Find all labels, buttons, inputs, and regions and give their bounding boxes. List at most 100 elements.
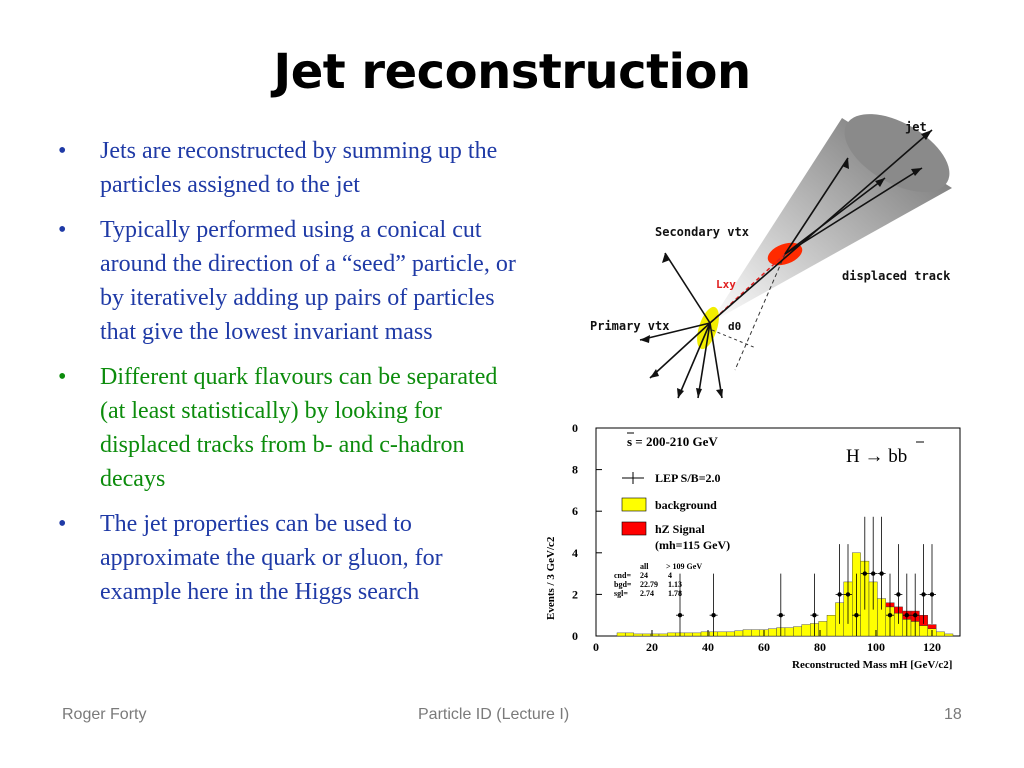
background-bar <box>751 629 760 637</box>
table-bgd-cut: 1.13 <box>668 580 682 589</box>
data-point <box>854 613 859 618</box>
x-axis: 0 20 40 60 80 100 120 <box>593 630 941 654</box>
bullet-item: • Typically performed using a conical cut… <box>58 213 528 349</box>
footer-page-number: 18 <box>944 706 962 723</box>
y-tick-label: 0 <box>572 421 578 435</box>
data-point <box>837 592 842 597</box>
background-bar <box>641 633 651 637</box>
table-header-cut: > 109 GeV <box>666 562 702 571</box>
background-bar <box>944 633 954 637</box>
y-axis: 0 2 4 6 8 0 <box>572 421 602 643</box>
event-table: all > 109 GeV cnd= 24 4 bgd= 22.79 1.13 … <box>614 562 702 598</box>
lxy-label: Lxy <box>716 278 736 291</box>
bullet-text: Typically performed using a conical cut … <box>100 217 516 345</box>
x-tick-label: 60 <box>758 640 770 654</box>
data-point <box>677 613 683 618</box>
x-tick-label: 20 <box>646 640 658 654</box>
data-point <box>921 592 926 597</box>
signal-bar <box>927 624 937 629</box>
table-bgd-all: 22.79 <box>640 580 658 589</box>
energy-label: s = 200-210 GeV <box>627 434 718 449</box>
background-bar <box>616 632 626 637</box>
footer-author: Roger Forty <box>62 706 147 723</box>
table-sgl-label: sgl= <box>614 589 628 598</box>
y-tick-label: 8 <box>572 463 578 477</box>
y-tick-label: 2 <box>572 587 578 601</box>
bullet-dot: • <box>58 138 67 164</box>
background-bar <box>692 632 702 637</box>
data-point <box>896 592 901 597</box>
y-axis-label: Events / 3 GeV/c2 <box>545 536 557 620</box>
table-cnd-label: cnd= <box>614 571 631 580</box>
bullet-dot: • <box>58 511 67 537</box>
legend-background-swatch <box>621 497 647 512</box>
arrowheads <box>640 130 932 398</box>
x-tick-label: 40 <box>702 640 714 654</box>
bullet-item: • Different quark flavours can be separat… <box>58 360 528 496</box>
data-point <box>913 613 918 618</box>
x-axis-label: Reconstructed Mass mH [GeV/c2] <box>792 659 952 671</box>
table-bgd-label: bgd= <box>614 580 632 589</box>
background-bar <box>717 631 727 637</box>
bullet-dot: • <box>58 217 67 243</box>
data-point <box>887 613 893 618</box>
x-tick-label: 100 <box>867 640 885 654</box>
background-bar <box>767 628 777 637</box>
jet-cone-end <box>844 114 950 192</box>
bullet-text: Different quark flavours can be separate… <box>100 364 498 492</box>
y-tick-label: 6 <box>572 504 578 518</box>
background-bar <box>742 629 752 637</box>
displaced-track-label: displaced track <box>842 269 951 283</box>
background-bar <box>784 627 794 637</box>
background-bar <box>625 632 635 637</box>
background-bar <box>633 633 643 637</box>
background-bar <box>936 631 945 637</box>
footer-course: Particle ID (Lecture I) <box>418 706 570 723</box>
bullet-text: Jets are reconstructed by summing up the… <box>100 138 498 198</box>
legend-lep: LEP S/B=2.0 <box>655 471 721 485</box>
jet-label: jet <box>905 120 927 134</box>
data-point <box>904 613 909 618</box>
bullet-item: • The jet properties can be used to appro… <box>58 507 528 609</box>
legend-background: background <box>655 498 717 512</box>
data-point <box>845 592 851 597</box>
d0-label: d0 <box>728 320 741 333</box>
y-tick-label: 4 <box>572 546 578 560</box>
data-point <box>778 613 783 618</box>
data-point <box>929 592 935 597</box>
table-sgl-all: 2.74 <box>640 589 654 598</box>
background-bar <box>793 626 802 637</box>
secondary-tracks <box>784 157 923 255</box>
data-point <box>871 571 876 576</box>
background-bar <box>658 633 668 637</box>
table-cnd-cut: 4 <box>668 571 672 580</box>
background-bar <box>683 632 693 637</box>
legend-signal-mass: (mh=115 GeV) <box>655 538 730 552</box>
data-point <box>862 571 867 576</box>
background-bar <box>725 631 735 637</box>
background-bar <box>826 614 836 637</box>
table-sgl-cut: 1.78 <box>668 589 682 598</box>
x-tick-label: 80 <box>814 640 826 654</box>
slide-title: Jet reconstruction <box>273 44 751 100</box>
bullet-list: • Jets are reconstructed by summing up th… <box>58 134 528 620</box>
background-bar <box>919 625 928 637</box>
bullet-item: • Jets are reconstructed by summing up th… <box>58 134 528 202</box>
data-point <box>812 613 817 618</box>
background-bar <box>734 630 744 637</box>
impact-parameter-line <box>711 329 757 349</box>
table-header-all: all <box>640 562 649 571</box>
bullet-dot: • <box>58 364 67 390</box>
process-label: H → bb <box>846 446 907 467</box>
track-extrapolation <box>734 253 786 371</box>
background-bar <box>801 624 811 637</box>
background-bar <box>667 632 676 637</box>
jet-diagram: jet Secondary vtx displaced track Primar… <box>590 114 952 399</box>
y-tick-label: 0 <box>572 629 578 643</box>
x-tick-label: 0 <box>593 640 599 654</box>
legend-signal: hZ Signal <box>655 522 705 536</box>
bullet-text: The jet properties can be used to approx… <box>100 511 443 605</box>
secondary-vertex-label: Secondary vtx <box>655 225 749 239</box>
x-tick-label: 120 <box>923 640 941 654</box>
